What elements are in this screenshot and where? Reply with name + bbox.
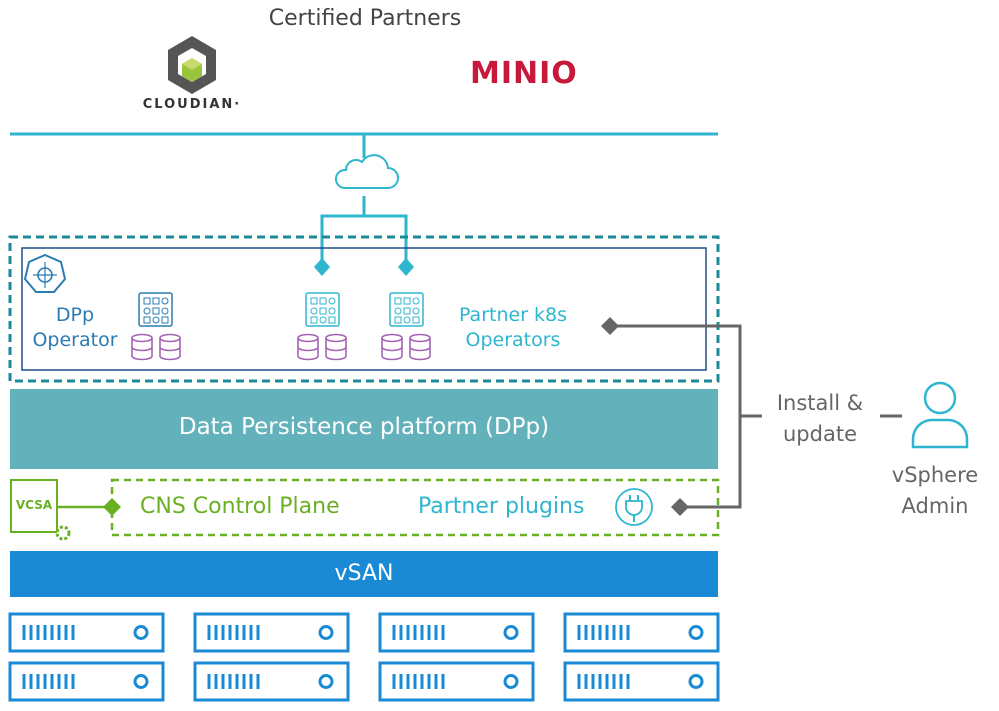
install-connector (610, 324, 902, 509)
cns-dashed-box (110, 478, 720, 537)
connector-diamond (601, 317, 619, 335)
operator-grid-icon (389, 292, 424, 327)
kubernetes-icon (23, 253, 67, 293)
dpp-operator-label: DPp Operator (32, 304, 118, 351)
gear-icon (55, 525, 71, 541)
connector-diamond (314, 258, 330, 276)
diagram-title: Certified Partners (268, 6, 462, 31)
user-icon (911, 381, 969, 449)
server-unit (193, 661, 350, 702)
cloud-icon (335, 154, 399, 189)
server-unit (8, 661, 165, 702)
server-unit (563, 612, 720, 653)
cloudian-logo-icon (168, 36, 216, 94)
connector-diamond (103, 498, 121, 516)
connector-diamond (671, 498, 689, 516)
vcsa-label: VCSA (15, 498, 53, 512)
server-unit (378, 661, 535, 702)
dpp-layer-label: Data Persistence platform (DPp) (178, 414, 550, 440)
server-unit (378, 612, 535, 653)
vsan-layer-label: vSAN (334, 561, 394, 586)
partner-plugins-label: Partner plugins (418, 494, 585, 519)
database-icon (381, 333, 431, 361)
server-unit (563, 661, 720, 702)
vcsa-box (10, 479, 58, 533)
k8s-cluster-dashed-box (8, 235, 720, 383)
server-rack-group (8, 612, 720, 702)
vsan-layer (10, 551, 718, 597)
install-update-label: Install & update (776, 391, 864, 446)
server-unit (193, 612, 350, 653)
dpp-layer (10, 389, 718, 469)
cloudian-wordmark: CLOUDIAN· (142, 97, 242, 112)
operator-grid-icon (138, 292, 173, 327)
database-icon (297, 333, 347, 361)
partner-operators-label: Partner k8s Operators (458, 304, 568, 351)
connector-diamond (398, 258, 414, 276)
server-unit (8, 612, 165, 653)
cns-control-plane-label: CNS Control Plane (140, 494, 340, 519)
minio-wordmark: MINIO (470, 56, 578, 91)
vsphere-admin-label: vSphere Admin (891, 463, 979, 518)
plug-icon (615, 488, 653, 526)
database-icon (131, 333, 181, 361)
operator-grid-icon (305, 292, 340, 327)
k8s-cluster-inner-box (21, 247, 707, 371)
